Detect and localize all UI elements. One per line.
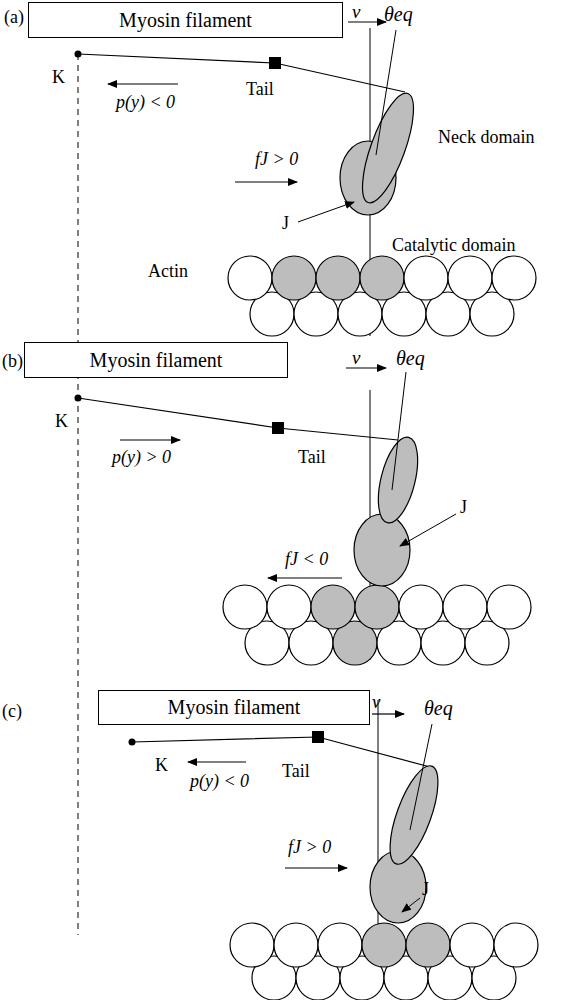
point-label: J bbox=[282, 214, 289, 232]
actin-monomer bbox=[316, 256, 360, 300]
point-label: J bbox=[460, 498, 467, 516]
force-arrow bbox=[188, 761, 246, 762]
actin-filament bbox=[230, 923, 538, 1000]
actin-monomer bbox=[318, 923, 362, 967]
actin-monomer bbox=[443, 585, 487, 629]
joint-pointer bbox=[298, 202, 354, 222]
angle-symbol: θeq bbox=[396, 348, 425, 368]
force-arrow bbox=[268, 577, 342, 578]
actin-monomer bbox=[406, 923, 450, 967]
myosin-tail bbox=[78, 54, 405, 92]
neck-domain bbox=[380, 760, 448, 869]
actin-monomer bbox=[223, 585, 267, 629]
neck-domain bbox=[352, 88, 424, 209]
filament-label: Myosin filament bbox=[168, 696, 301, 719]
actin-monomer bbox=[228, 256, 272, 300]
part-name: Tail bbox=[298, 448, 326, 466]
angle-symbol: θeq bbox=[424, 698, 453, 718]
actin-monomer bbox=[274, 923, 318, 967]
actin-monomer bbox=[492, 256, 536, 300]
actin-monomer bbox=[487, 585, 531, 629]
filament-label: Myosin filament bbox=[90, 349, 223, 372]
myosin-tail bbox=[132, 737, 430, 767]
velocity-arrow bbox=[348, 21, 386, 22]
force-label: p(y) < 0 bbox=[190, 772, 249, 790]
actin-monomer bbox=[311, 585, 355, 629]
actin-monomer bbox=[399, 585, 443, 629]
angle-leader bbox=[392, 372, 406, 490]
velocity-arrow bbox=[372, 713, 404, 714]
angle-leader bbox=[410, 724, 432, 830]
angle-leader bbox=[376, 30, 396, 155]
force-label: p(y) > 0 bbox=[112, 448, 171, 466]
actin-monomer bbox=[404, 256, 448, 300]
actin-monomer bbox=[267, 585, 311, 629]
actin-monomer bbox=[494, 923, 538, 967]
filament-label: Myosin filament bbox=[119, 9, 252, 32]
myosin-tail bbox=[78, 398, 398, 440]
force-arrow bbox=[285, 867, 347, 868]
point-label: J bbox=[422, 880, 429, 898]
actin-monomer bbox=[230, 923, 274, 967]
tail-joint bbox=[269, 57, 281, 69]
part-name: Neck domain bbox=[438, 128, 534, 146]
filament-box: Myosin filament bbox=[98, 690, 370, 725]
panel-letter: (c) bbox=[2, 702, 22, 720]
velocity-symbol: v bbox=[352, 348, 360, 367]
force-arrow bbox=[120, 439, 180, 440]
force-arrow bbox=[108, 83, 178, 84]
actin-monomer bbox=[450, 923, 494, 967]
velocity-arrow bbox=[346, 367, 386, 368]
actin-monomer bbox=[362, 923, 406, 967]
force-label: fJ > 0 bbox=[288, 838, 331, 856]
actin-monomer bbox=[272, 256, 316, 300]
vertical-line bbox=[378, 700, 379, 962]
actin-filament bbox=[223, 585, 531, 665]
joint-pointer bbox=[402, 898, 420, 912]
actin-monomer bbox=[448, 256, 492, 300]
angle-symbol: θeq bbox=[384, 4, 413, 24]
force-arrow bbox=[235, 181, 297, 182]
velocity-symbol: v bbox=[372, 692, 380, 711]
part-name: Tail bbox=[282, 762, 310, 780]
point-label: K bbox=[52, 68, 65, 86]
point-label: K bbox=[55, 412, 68, 430]
part-name: Tail bbox=[246, 80, 274, 98]
neck-domain bbox=[371, 433, 425, 527]
force-label: fJ < 0 bbox=[285, 550, 328, 568]
actin-monomer bbox=[360, 256, 404, 300]
force-label: p(y) < 0 bbox=[116, 93, 175, 111]
velocity-symbol: v bbox=[352, 2, 360, 21]
joint-pointer bbox=[400, 514, 456, 546]
panel-letter: (a) bbox=[4, 8, 24, 26]
catalytic-domain bbox=[354, 514, 410, 586]
actin-monomer bbox=[355, 585, 399, 629]
part-name: Actin bbox=[148, 262, 188, 280]
tail-joint bbox=[272, 422, 284, 434]
tail-joint bbox=[312, 731, 324, 743]
reference-line bbox=[78, 54, 79, 935]
part-name: Catalytic domain bbox=[392, 236, 515, 254]
filament-box: Myosin filament bbox=[28, 2, 343, 38]
actin-filament bbox=[228, 256, 536, 336]
filament-box: Myosin filament bbox=[24, 342, 288, 378]
point-label: K bbox=[155, 756, 168, 774]
panel-letter: (b) bbox=[2, 352, 23, 370]
force-label: fJ > 0 bbox=[255, 150, 298, 168]
